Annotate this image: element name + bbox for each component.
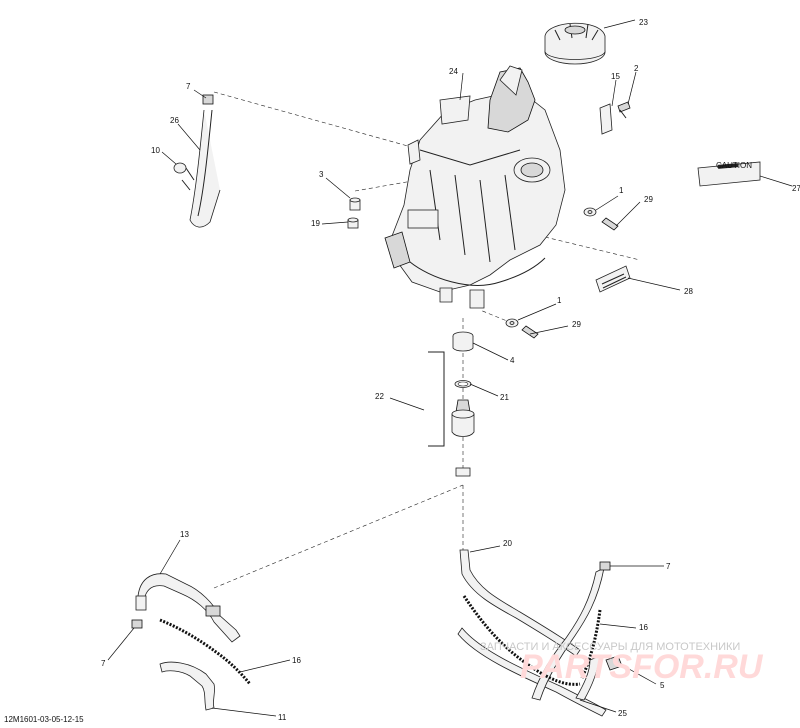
callout-23: 23 xyxy=(639,18,648,27)
hose-11 xyxy=(159,661,215,711)
watermark-text: ЗАПЧАСТИ И АКСЕССУАРЫ ДЛЯ МОТОТЕХНИКИ xyxy=(480,641,740,653)
callout-1a: 1 xyxy=(619,186,624,195)
callout-26: 26 xyxy=(170,116,179,125)
callout-11: 11 xyxy=(278,713,287,722)
caution-decal: CAUTION xyxy=(697,161,761,187)
callout-21: 21 xyxy=(500,393,509,402)
callout-7b: 7 xyxy=(101,659,106,668)
callout-7c: 7 xyxy=(666,562,671,571)
callout-16a: 16 xyxy=(292,656,301,665)
fitting-and-clamp xyxy=(347,197,361,229)
sleeve-16-right xyxy=(462,595,602,686)
callout-16b: 16 xyxy=(639,623,648,632)
bracket-and-screw xyxy=(599,101,631,135)
hose-25 xyxy=(457,567,607,717)
callout-5: 5 xyxy=(660,681,665,690)
callout-27: 27 xyxy=(792,184,800,193)
figure-id: 12M1601-03-05-12-15 xyxy=(4,715,84,724)
alignment-lines xyxy=(213,91,641,589)
callout-28: 28 xyxy=(684,287,693,296)
callout-1b: 1 xyxy=(557,296,562,305)
filler-cap xyxy=(544,22,606,65)
fuel-pump-group xyxy=(428,331,475,477)
callout-29a: 29 xyxy=(644,195,653,204)
watermark-logo: PARTSFOR.RU xyxy=(520,648,764,686)
callout-24: 24 xyxy=(449,67,458,76)
callout-4: 4 xyxy=(510,356,515,365)
sleeve-16-left xyxy=(131,618,252,685)
hose-13 xyxy=(135,573,241,643)
watermark: ЗАПЧАСТИ И АКСЕССУАРЫ ДЛЯ МОТОТЕХНИКИ PA… xyxy=(480,641,764,686)
callout-3: 3 xyxy=(319,170,324,179)
clips-lower-right xyxy=(599,561,623,671)
vent-hose-upper xyxy=(173,94,221,228)
leader-lines xyxy=(107,19,793,717)
callout-25: 25 xyxy=(618,709,627,718)
callout-19: 19 xyxy=(311,219,320,228)
callout-29b: 29 xyxy=(572,320,581,329)
callout-7a: 7 xyxy=(186,82,191,91)
callout-15: 15 xyxy=(611,72,620,81)
callout-2: 2 xyxy=(634,64,639,73)
callout-10: 10 xyxy=(151,146,160,155)
label-decal xyxy=(595,265,631,293)
fuel-tank xyxy=(384,65,566,309)
decal-text: CAUTION xyxy=(716,161,752,170)
callout-20: 20 xyxy=(503,539,512,548)
callout-22: 22 xyxy=(375,392,384,401)
callout-13: 13 xyxy=(180,530,189,539)
callout-labels: 23 24 15 2 27 1 29 28 1 29 4 21 22 7 26 … xyxy=(101,18,800,722)
washers-and-screws xyxy=(505,207,619,339)
